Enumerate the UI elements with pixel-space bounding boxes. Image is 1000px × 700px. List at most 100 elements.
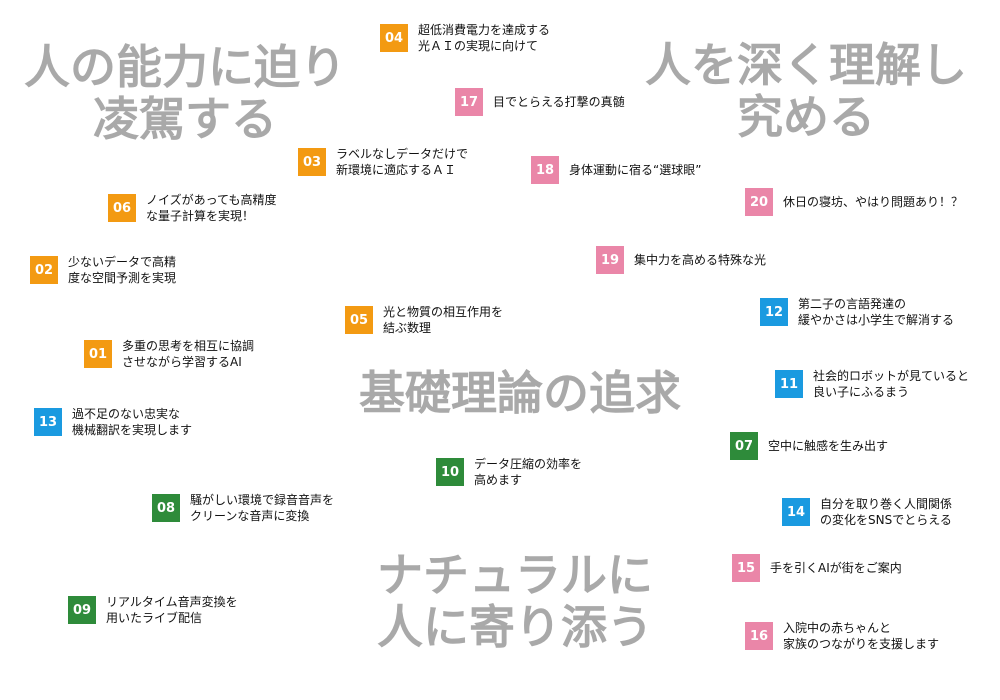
heading-center: 基礎理論の追求 xyxy=(340,367,700,420)
topic-line: 身体運動に宿る“選球眼” xyxy=(569,163,702,177)
topic-label: 社会的ロボットが見ていると 良い子にふるまう xyxy=(813,368,969,400)
research-item-12[interactable]: 12 第二子の言語発達の 緩やかさは小学生で解消する xyxy=(760,296,954,328)
topic-label: 手を引くAIが街をご案内 xyxy=(770,560,902,576)
topic-label: 多重の思考を相互に協調 させながら学習するAI xyxy=(122,338,254,370)
topic-line: 度な空間予測を実現 xyxy=(68,271,177,285)
topic-line: 騒がしい環境で録音音声を xyxy=(190,493,335,507)
topic-badge: 18 xyxy=(531,156,559,184)
topic-line: な量子計算を実現！ xyxy=(146,209,255,223)
research-item-04[interactable]: 04 超低消費電力を達成する 光ＡＩの実現に向けて xyxy=(380,22,550,54)
topic-badge: 02 xyxy=(30,256,58,284)
topic-badge: 17 xyxy=(455,88,483,116)
heading-line: 凌駕する xyxy=(93,91,277,146)
research-item-10[interactable]: 10 データ圧縮の効率を 高めます xyxy=(436,456,582,488)
research-item-15[interactable]: 15 手を引くAIが街をご案内 xyxy=(732,554,902,582)
topic-label: 超低消費電力を達成する 光ＡＩの実現に向けて xyxy=(418,22,550,54)
topic-line: クリーンな音声に変換 xyxy=(190,509,310,523)
topic-line: 緩やかさは小学生で解消する xyxy=(798,313,955,327)
topic-line: 家族のつながりを支援します xyxy=(783,637,940,651)
heading-line: 究める xyxy=(737,89,875,144)
topic-badge: 03 xyxy=(298,148,326,176)
topic-badge: 10 xyxy=(436,458,464,486)
heading-line: 人を深く理解し xyxy=(645,38,967,92)
research-item-07[interactable]: 07 空中に触感を生み出す xyxy=(730,432,888,460)
topic-line: 社会的ロボットが見ていると xyxy=(813,369,970,383)
research-item-14[interactable]: 14 自分を取り巻く人間関係 の変化をSNSでとらえる xyxy=(782,496,952,528)
heading-line: 人に寄り添う xyxy=(377,599,653,654)
topic-badge: 13 xyxy=(34,408,62,436)
heading-top-left: 人の能力に迫り 凌駕する xyxy=(10,40,360,146)
topic-line: 空中に触感を生み出す xyxy=(768,439,889,453)
topic-badge: 20 xyxy=(745,188,773,216)
research-item-02[interactable]: 02 少ないデータで高精 度な空間予測を実現 xyxy=(30,254,176,286)
topic-line: 少ないデータで高精 xyxy=(68,255,177,269)
topic-line: 第二子の言語発達の xyxy=(798,297,907,311)
topic-line: 用いたライブ配信 xyxy=(106,611,203,625)
topic-badge: 08 xyxy=(152,494,180,522)
topic-label: リアルタイム音声変換を 用いたライブ配信 xyxy=(106,594,238,626)
topic-line: 光ＡＩの実現に向けて xyxy=(418,39,539,53)
topic-line: 目でとらえる打撃の真髄 xyxy=(493,95,625,109)
topic-line: データ圧縮の効率を xyxy=(474,457,583,471)
research-item-19[interactable]: 19 集中力を高める特殊な光 xyxy=(596,246,766,274)
topic-line: 新環境に適応するＡＩ xyxy=(336,163,457,177)
topic-label: 騒がしい環境で録音音声を クリーンな音声に変換 xyxy=(190,492,334,524)
topic-badge: 04 xyxy=(380,24,408,52)
topic-label: 集中力を高める特殊な光 xyxy=(634,252,766,268)
research-item-08[interactable]: 08 騒がしい環境で録音音声を クリーンな音声に変換 xyxy=(152,492,334,524)
topic-line: 休日の寝坊、やはり問題あり！？ xyxy=(783,195,964,209)
topic-line: 手を引くAIが街をご案内 xyxy=(770,561,902,575)
topic-line: 機械翻訳を実現します xyxy=(72,423,193,437)
topic-line: 多重の思考を相互に協調 xyxy=(122,339,255,353)
research-item-03[interactable]: 03 ラベルなしデータだけで 新環境に適応するＡＩ xyxy=(298,146,468,178)
research-item-01[interactable]: 01 多重の思考を相互に協調 させながら学習するAI xyxy=(84,338,254,370)
topic-label: ラベルなしデータだけで 新環境に適応するＡＩ xyxy=(336,146,468,178)
topic-line: させながら学習するAI xyxy=(122,355,242,369)
topic-badge: 12 xyxy=(760,298,788,326)
topic-label: 第二子の言語発達の 緩やかさは小学生で解消する xyxy=(798,296,954,328)
topic-badge: 05 xyxy=(345,306,373,334)
topic-label: ノイズがあっても高精度 な量子計算を実現！ xyxy=(146,192,276,224)
topic-badge: 19 xyxy=(596,246,624,274)
topic-line: 光と物質の相互作用を xyxy=(383,305,504,319)
topic-label: 少ないデータで高精 度な空間予測を実現 xyxy=(68,254,176,286)
topic-badge: 09 xyxy=(68,596,96,624)
research-item-16[interactable]: 16 入院中の赤ちゃんと 家族のつながりを支援します xyxy=(745,620,939,652)
research-item-11[interactable]: 11 社会的ロボットが見ていると 良い子にふるまう xyxy=(775,368,969,400)
topic-badge: 11 xyxy=(775,370,803,398)
topic-line: ノイズがあっても高精度 xyxy=(146,193,277,207)
research-item-09[interactable]: 09 リアルタイム音声変換を 用いたライブ配信 xyxy=(68,594,238,626)
topic-line: 良い子にふるまう xyxy=(813,385,910,399)
research-item-06[interactable]: 06 ノイズがあっても高精度 な量子計算を実現！ xyxy=(108,192,276,224)
topic-line: 超低消費電力を達成する xyxy=(418,23,551,37)
topic-badge: 16 xyxy=(745,622,773,650)
heading-bottom: ナチュラルに 人に寄り添う xyxy=(360,548,670,654)
research-item-18[interactable]: 18 身体運動に宿る“選球眼” xyxy=(531,156,701,184)
topic-label: 身体運動に宿る“選球眼” xyxy=(569,162,701,178)
topic-label: 入院中の赤ちゃんと 家族のつながりを支援します xyxy=(783,620,939,652)
topic-line: リアルタイム音声変換を xyxy=(106,595,238,609)
topic-label: 空中に触感を生み出す xyxy=(768,438,888,454)
research-item-13[interactable]: 13 過不足のない忠実な 機械翻訳を実現します xyxy=(34,406,192,438)
heading-line: ナチュラルに xyxy=(377,548,653,602)
heading-top-right: 人を深く理解し 究める xyxy=(628,38,984,144)
topic-label: 過不足のない忠実な 機械翻訳を実現します xyxy=(72,406,192,438)
topic-label: 休日の寝坊、やはり問題あり！？ xyxy=(783,194,963,210)
research-item-05[interactable]: 05 光と物質の相互作用を 結ぶ数理 xyxy=(345,304,503,336)
topic-line: 過不足のない忠実な xyxy=(72,407,181,421)
topic-line: 入院中の赤ちゃんと xyxy=(783,621,892,635)
topic-line: 自分を取り巻く人間関係 xyxy=(820,497,953,511)
research-item-17[interactable]: 17 目でとらえる打撃の真髄 xyxy=(455,88,625,116)
topic-label: 光と物質の相互作用を 結ぶ数理 xyxy=(383,304,503,336)
topic-line: の変化をSNSでとらえる xyxy=(820,513,952,527)
research-item-20[interactable]: 20 休日の寝坊、やはり問題あり！？ xyxy=(745,188,963,216)
topic-line: 集中力を高める特殊な光 xyxy=(634,253,767,267)
topic-badge: 15 xyxy=(732,554,760,582)
topic-label: 自分を取り巻く人間関係 の変化をSNSでとらえる xyxy=(820,496,952,528)
topic-badge: 14 xyxy=(782,498,810,526)
heading-line: 人の能力に迫り xyxy=(24,40,346,94)
topic-label: データ圧縮の効率を 高めます xyxy=(474,456,582,488)
topic-line: 高めます xyxy=(474,473,523,487)
topic-badge: 07 xyxy=(730,432,758,460)
topic-label: 目でとらえる打撃の真髄 xyxy=(493,94,625,110)
